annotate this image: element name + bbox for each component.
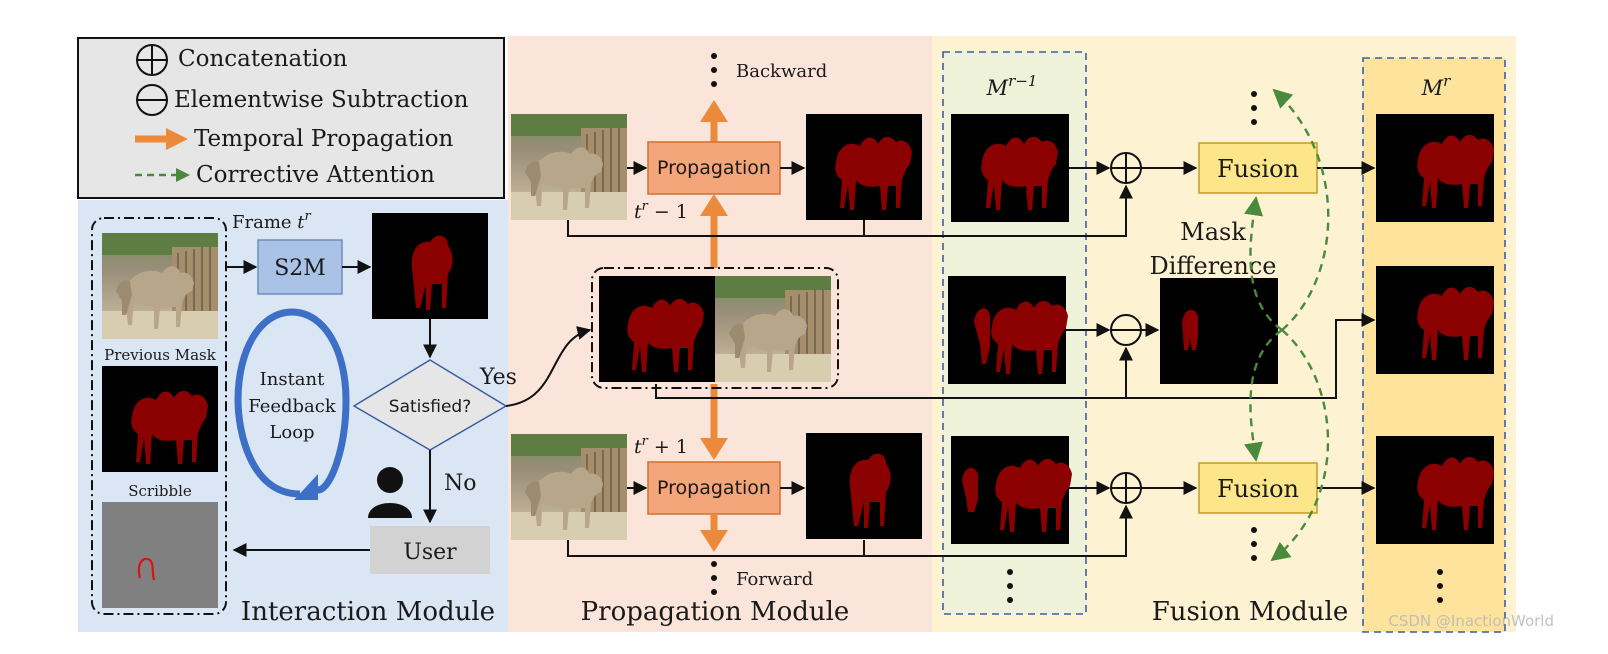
fusion-module-title: Fusion Module <box>1152 597 1348 627</box>
prev-column-dots <box>1007 569 1013 603</box>
concat-bottom-icon <box>1110 472 1142 504</box>
next-prop-mask <box>806 433 922 539</box>
mask-prev-label: Mr−1 <box>986 72 1038 100</box>
mask-difference-image <box>1160 278 1278 384</box>
prev-mask-bottom <box>951 436 1072 544</box>
scribble-label: Scribble <box>128 482 192 500</box>
scribble-image <box>102 502 218 608</box>
loop-line3: Loop <box>269 422 314 443</box>
mask-cur-label: Mr <box>1421 72 1452 100</box>
loop-line2: Feedback <box>248 396 337 417</box>
user-block <box>370 526 490 574</box>
prop-down-arrow <box>700 438 728 460</box>
legend: Concatenation Elementwise Subtraction Te… <box>77 37 505 199</box>
legend-corrective: Corrective Attention <box>196 162 435 188</box>
concatenation-icon <box>136 44 168 76</box>
backward-label: Backward <box>736 61 827 82</box>
yes-label: Yes <box>479 365 517 390</box>
temporal-arrow-icon <box>135 128 188 150</box>
no-label: No <box>444 471 477 496</box>
propagation-module-title: Propagation Module <box>581 597 850 627</box>
loop-line1: Instant <box>260 369 325 390</box>
mask-diff-line1: Mask <box>1180 218 1246 246</box>
fusion-top-dots <box>1251 91 1257 125</box>
watermark: CSDN @InactionWorld <box>1388 612 1554 630</box>
prev-mask-mid <box>948 276 1068 384</box>
cur-mask-top <box>1376 114 1494 222</box>
input-frame-image <box>101 232 219 340</box>
concat-top-icon <box>1110 152 1142 184</box>
legend-concatenation: Concatenation <box>178 46 348 72</box>
corrective-arrow-icon <box>135 168 190 182</box>
cur-mask-mid <box>1376 266 1494 374</box>
forward-label: Forward <box>736 569 813 590</box>
frame-tr-label: Frame tr <box>232 209 312 233</box>
prev-frame-image <box>510 113 628 221</box>
fusion-block-top <box>1198 142 1318 194</box>
prop-up-arrow <box>700 194 728 216</box>
s2m-output-mask <box>372 213 488 319</box>
subtraction-icon <box>136 84 168 116</box>
legend-subtraction: Elementwise Subtraction <box>174 87 469 113</box>
backward-arrow <box>700 100 728 122</box>
feedback-loop-icon <box>234 308 350 500</box>
propagation-bottom-label: Propagation <box>657 477 771 499</box>
subtract-icon <box>1110 314 1142 346</box>
propagation-block-bottom <box>647 461 781 515</box>
s2m-block <box>257 239 343 295</box>
forward-arrow <box>700 530 728 552</box>
cur-mask-bottom <box>1376 436 1494 544</box>
previous-mask-label: Previous Mask <box>104 346 217 364</box>
user-icon <box>368 467 412 518</box>
t-plus-label: tr + 1 <box>634 434 688 458</box>
legend-temporal: Temporal Propagation <box>194 126 454 152</box>
current-pair-frame <box>591 267 839 389</box>
previous-mask-image <box>102 366 218 472</box>
prev-prop-mask <box>806 114 922 220</box>
t-minus-label: tr − 1 <box>634 199 688 223</box>
current-frame-image <box>714 275 832 383</box>
backward-dots <box>711 53 717 87</box>
fusion-top-label: Fusion <box>1217 155 1299 183</box>
propagation-top-label: Propagation <box>657 157 771 179</box>
forward-dots <box>711 561 717 595</box>
fusion-bottom-dots <box>1251 527 1257 561</box>
cur-column-dots <box>1437 569 1443 603</box>
mask-diff-line2: Difference <box>1150 252 1277 280</box>
fusion-bottom-label: Fusion <box>1217 475 1299 503</box>
interaction-module-title: Interaction Module <box>241 597 495 627</box>
input-group-frame <box>91 217 227 615</box>
corrective-attention-arrows <box>1243 88 1330 562</box>
user-label: User <box>403 540 457 565</box>
next-frame-image <box>510 433 628 541</box>
fusion-block-bottom <box>1198 462 1318 514</box>
s2m-label: S2M <box>274 256 326 281</box>
satisfied-label: Satisfied? <box>389 397 471 417</box>
prev-mask-top <box>951 114 1069 222</box>
current-mask-image <box>599 276 715 382</box>
